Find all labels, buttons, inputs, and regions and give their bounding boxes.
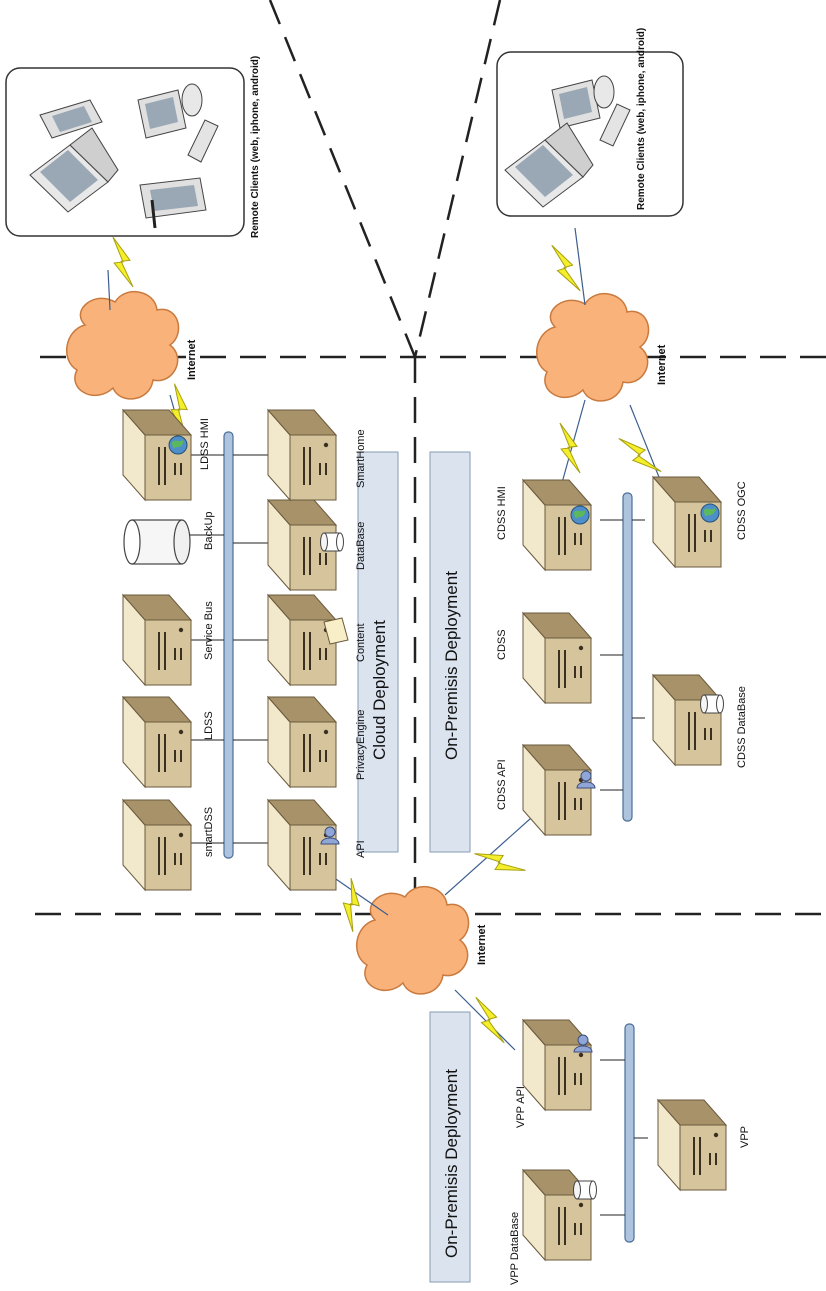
cloud-deployment-box — [357, 451, 399, 853]
internet-right-label: Internet — [656, 344, 668, 385]
globe-icon — [168, 435, 188, 455]
server-vpp-api-label: VPP API — [515, 1086, 527, 1128]
database-icon — [700, 694, 724, 714]
server-vpp-database-label: VPP DataBase — [509, 1212, 521, 1285]
server-ldss — [122, 696, 192, 788]
server-ldss-label: LDSS — [203, 711, 215, 740]
server-smartdss — [122, 799, 192, 891]
server-smarthome-label: SmartHome — [355, 429, 367, 488]
server-cdss-hmi-label: CDSS HMI — [496, 486, 508, 540]
database-icon — [320, 532, 344, 552]
vpp-bus — [624, 1023, 635, 1243]
server-cdss-api-label: CDSS API — [496, 759, 508, 810]
connection-lines — [107, 227, 666, 1051]
server-content-label: Content — [355, 623, 367, 662]
document-icon — [323, 617, 349, 645]
server-smartdss-label: smartDSS — [203, 807, 215, 857]
server-vpp — [657, 1099, 727, 1191]
cloud-deployment-label: Cloud Deployment — [370, 620, 389, 760]
vpp-deployment-label: On-Premisis Deployment — [442, 1069, 461, 1258]
internet-cloud-top — [65, 290, 180, 400]
server-database-label: DataBase — [355, 522, 367, 570]
pda-icon — [39, 99, 103, 139]
server-ldss-hmi-label: LDSS HMI — [199, 418, 211, 470]
server-cdss-api — [522, 744, 592, 836]
server-service-bus-label: Service Bus — [203, 601, 215, 660]
server-api — [267, 799, 337, 891]
database-icon — [573, 1180, 597, 1200]
vpp-deployment-box — [429, 1011, 471, 1283]
globe-icon — [700, 503, 720, 523]
backup-disk-icon — [123, 519, 191, 565]
internet-top-label: Internet — [186, 339, 198, 380]
cdss-deployment-label: On-Premisis Deployment — [442, 571, 461, 760]
internet-cloud-middle — [355, 885, 470, 995]
server-vpp-api — [522, 1019, 592, 1111]
internet-middle-label: Internet — [476, 924, 488, 965]
remote-clients-right — [496, 51, 684, 217]
server-privacy-engine — [267, 696, 337, 788]
server-smarthome — [267, 409, 337, 501]
server-cdss-database — [652, 674, 722, 766]
server-service-bus — [122, 594, 192, 686]
tablet-icon — [139, 177, 207, 229]
remote-clients-top — [5, 67, 245, 237]
server-cdss-ogc-label: CDSS OGC — [736, 481, 748, 540]
monitor-icon — [137, 83, 203, 139]
backup-label: BackUp — [203, 511, 215, 550]
remote-clients-right-label: Remote Clients (web, iphone, android) — [636, 28, 647, 210]
monitor-icon — [551, 75, 615, 129]
laptop-icon — [29, 127, 119, 213]
server-vpp-label: VPP — [739, 1126, 751, 1148]
cloud-bus — [223, 431, 234, 859]
server-privacy-engine-label: PrivacyEngine — [355, 710, 367, 780]
laptop-icon — [504, 122, 594, 208]
internet-cloud-right — [535, 292, 650, 402]
keyboard-icon — [187, 119, 219, 163]
server-content — [267, 594, 337, 686]
server-ldss-hmi — [122, 409, 192, 501]
server-cdss-label: CDSS — [496, 629, 508, 660]
cdss-deployment-box — [429, 451, 471, 853]
globe-icon — [570, 505, 590, 525]
remote-clients-top-label: Remote Clients (web, iphone, android) — [250, 56, 261, 238]
cdss-bus — [622, 492, 633, 822]
server-cdss-database-label: CDSS DataBase — [736, 686, 748, 768]
server-cdss — [522, 612, 592, 704]
keyboard-icon — [599, 103, 631, 147]
server-cdss-hmi — [522, 479, 592, 571]
server-api-label: API — [355, 840, 367, 858]
